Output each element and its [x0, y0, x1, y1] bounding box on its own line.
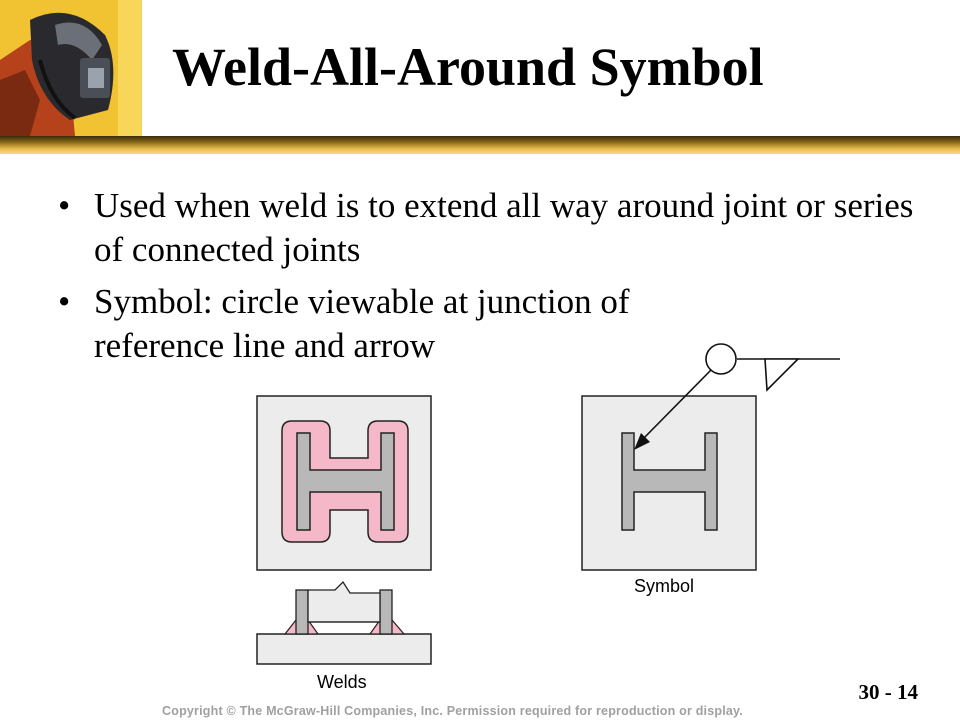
welds-plan-view — [256, 395, 432, 571]
symbol-caption: Symbol — [634, 576, 695, 596]
title-divider — [0, 136, 960, 154]
welder-photo — [0, 0, 142, 136]
bullet-marker: • — [58, 186, 71, 225]
bullet-marker: • — [58, 282, 71, 321]
symbol-plan-view — [581, 395, 757, 571]
copyright-notice: Copyright © The McGraw-Hill Companies, I… — [162, 704, 743, 718]
welds-section-view — [256, 580, 432, 665]
bullet-item: • Used when weld is to extend all way ar… — [58, 184, 918, 272]
slide-title: Weld-All-Around Symbol — [172, 37, 764, 97]
welds-caption: Welds — [317, 672, 367, 692]
slide-number: 30 - 14 — [858, 680, 919, 704]
bullet-item: • Symbol: circle viewable at junction of… — [58, 280, 918, 368]
bullet-text: Symbol: circle viewable at junction of r… — [94, 282, 630, 365]
bullet-text: Used when weld is to extend all way arou… — [94, 186, 914, 269]
bullet-list: • Used when weld is to extend all way ar… — [58, 184, 918, 376]
